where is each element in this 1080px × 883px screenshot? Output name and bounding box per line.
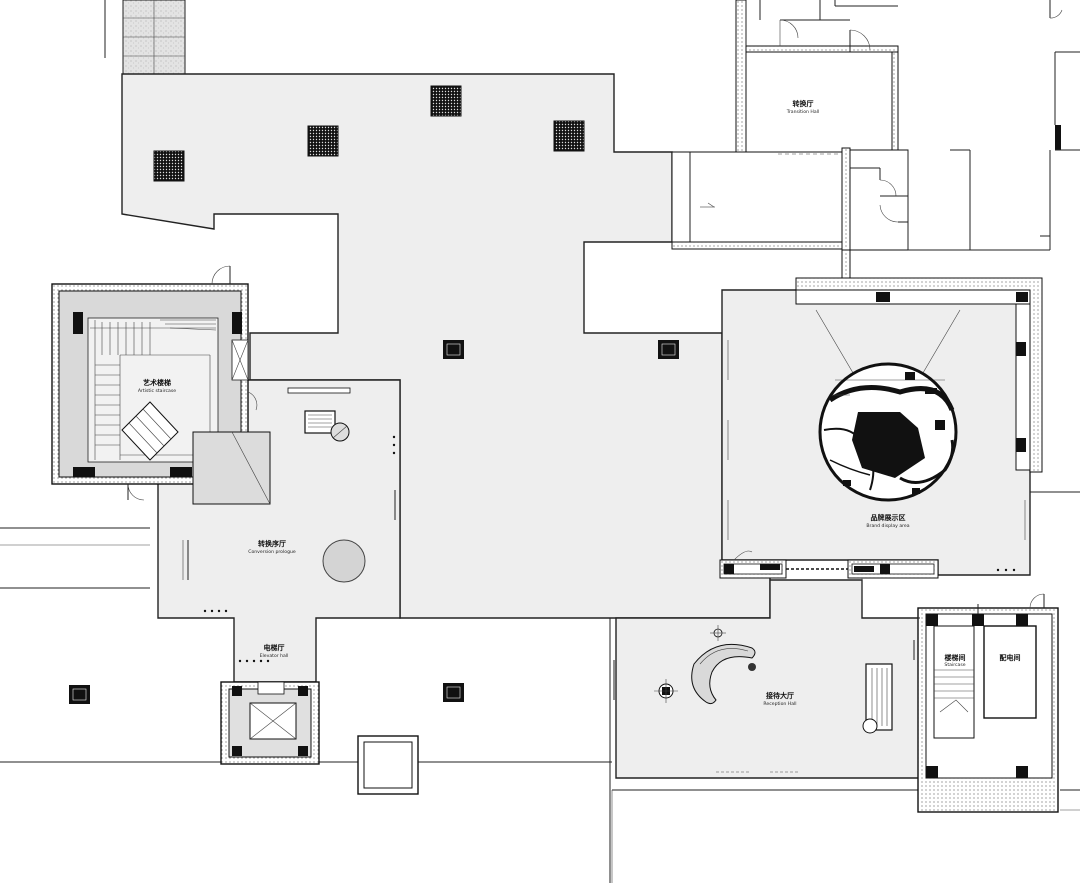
conversion-prologue-label-en: Conversion prologue (248, 549, 296, 555)
artistic-staircase-block (51, 265, 271, 505)
pillar (443, 683, 464, 702)
reception-hall-label-en: Reception Hall (763, 701, 796, 707)
pillar (153, 150, 185, 182)
pillars (69, 85, 679, 704)
transition-hall-label: 转换厅 (793, 99, 814, 108)
pillar (307, 125, 339, 157)
reception-furniture (613, 625, 915, 773)
square-feature (357, 735, 419, 795)
pillar (443, 340, 464, 359)
prologue-furniture (182, 387, 396, 613)
conversion-prologue-label: 转换序厅 (258, 539, 286, 548)
elevator-hall-label: 电梯厅 (264, 643, 285, 652)
elevator-hall-label-en: Elevator hall (260, 653, 289, 659)
transition-hall-building (671, 0, 1080, 287)
staircase-label: 楼梯间 (945, 653, 966, 662)
brand-display-label-en: Brand display area (866, 523, 909, 529)
staircase-block (917, 593, 1059, 813)
elevator-core (220, 659, 320, 765)
brand-display-area (719, 277, 1043, 616)
reception-hall-label: 接待大厅 (766, 691, 794, 700)
pillar (430, 85, 462, 117)
pillar (553, 120, 585, 152)
pillar (658, 340, 679, 359)
pillar (69, 685, 90, 704)
brand-display-label: 品牌展示区 (871, 513, 906, 522)
staircase-label-en: Staircase (944, 662, 965, 668)
paving-block (122, 0, 186, 77)
distribution-room-label: 配电间 (1000, 653, 1021, 662)
artistic-staircase-label: 艺术楼梯 (143, 378, 171, 387)
transition-hall-label-en: Transition Hall (786, 109, 820, 115)
partition-lines (400, 151, 920, 619)
circular-map (818, 362, 958, 502)
artistic-staircase-label-en: Artistic staircase (138, 388, 176, 394)
